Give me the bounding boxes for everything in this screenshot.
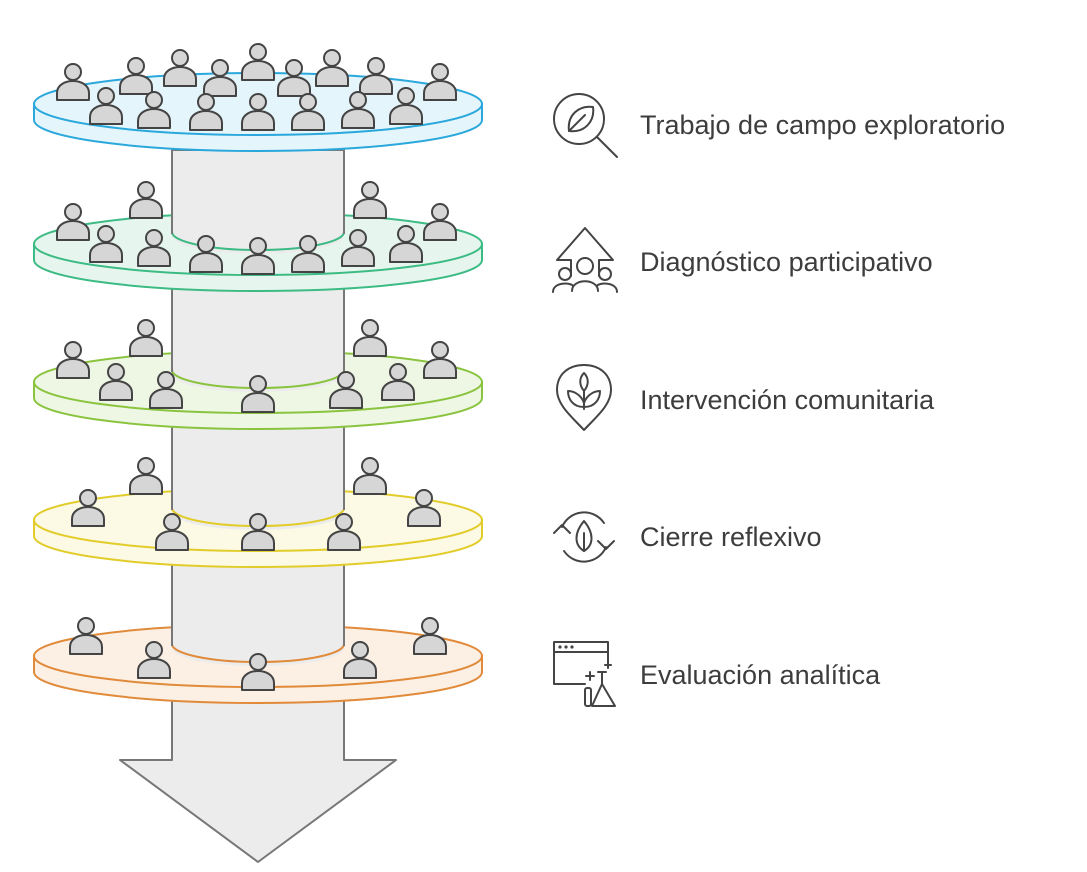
- person-icon: [291, 235, 325, 273]
- person-icon: [129, 181, 163, 219]
- stage-5: Evaluación analítica: [553, 641, 881, 707]
- stage-label-5: Evaluación analítica: [640, 660, 881, 690]
- person-icon: [189, 235, 223, 273]
- person-icon: [241, 93, 275, 131]
- stage-disc-2: [33, 181, 483, 292]
- person-icon: [343, 641, 377, 679]
- person-icon: [56, 63, 90, 101]
- person-icon: [359, 57, 393, 95]
- stage-label-2: Diagnóstico participativo: [640, 247, 933, 277]
- person-icon: [149, 371, 183, 409]
- person-icon: [241, 43, 275, 81]
- stage-disc-1: [33, 43, 483, 152]
- person-icon: [381, 363, 415, 401]
- person-icon: [423, 341, 457, 379]
- person-icon: [327, 513, 361, 551]
- magnifier-leaf-icon: [553, 93, 618, 158]
- person-icon: [413, 617, 447, 655]
- person-icon: [341, 91, 375, 129]
- person-icon: [137, 229, 171, 267]
- person-icon: [329, 371, 363, 409]
- stage-label-4: Cierre reflexivo: [640, 522, 822, 552]
- stage-label-1: Trabajo de campo exploratorio: [640, 110, 1005, 140]
- person-icon: [341, 229, 375, 267]
- location-sprout-icon: [556, 364, 612, 431]
- person-icon: [389, 225, 423, 263]
- person-icon: [71, 489, 105, 527]
- person-icon: [129, 319, 163, 357]
- person-icon: [353, 319, 387, 357]
- person-icon: [241, 375, 275, 413]
- stage-3: Intervención comunitaria: [556, 364, 935, 431]
- cycle-leaf-icon: [553, 511, 615, 563]
- stage-disc-3: [33, 319, 483, 430]
- person-icon: [89, 87, 123, 125]
- stage-label-3: Intervención comunitaria: [640, 385, 935, 415]
- person-icon: [423, 203, 457, 241]
- stage-1: Trabajo de campo exploratorio: [553, 93, 1005, 158]
- person-icon: [315, 49, 349, 87]
- person-icon: [189, 93, 223, 131]
- person-icon: [56, 341, 90, 379]
- person-icon: [423, 63, 457, 101]
- group-growth-arrow-icon: [552, 227, 618, 293]
- person-icon: [137, 641, 171, 679]
- person-icon: [69, 617, 103, 655]
- person-icon: [241, 653, 275, 691]
- person-icon: [163, 49, 197, 87]
- person-icon: [119, 57, 153, 95]
- person-icon: [241, 513, 275, 551]
- person-icon: [277, 59, 311, 97]
- person-icon: [389, 87, 423, 125]
- person-icon: [89, 225, 123, 263]
- person-icon: [155, 513, 189, 551]
- person-icon: [407, 489, 441, 527]
- person-icon: [353, 181, 387, 219]
- browser-flask-icon: [553, 641, 616, 707]
- person-icon: [353, 457, 387, 495]
- stage-4: Cierre reflexivo: [553, 511, 822, 563]
- person-icon: [129, 457, 163, 495]
- person-icon: [99, 363, 133, 401]
- stage-disc-4: [33, 457, 483, 568]
- stage-2: Diagnóstico participativo: [552, 227, 933, 293]
- person-icon: [137, 91, 171, 129]
- person-icon: [241, 237, 275, 275]
- stage-disc-5: [33, 617, 483, 704]
- person-icon: [291, 93, 325, 131]
- person-icon: [56, 203, 90, 241]
